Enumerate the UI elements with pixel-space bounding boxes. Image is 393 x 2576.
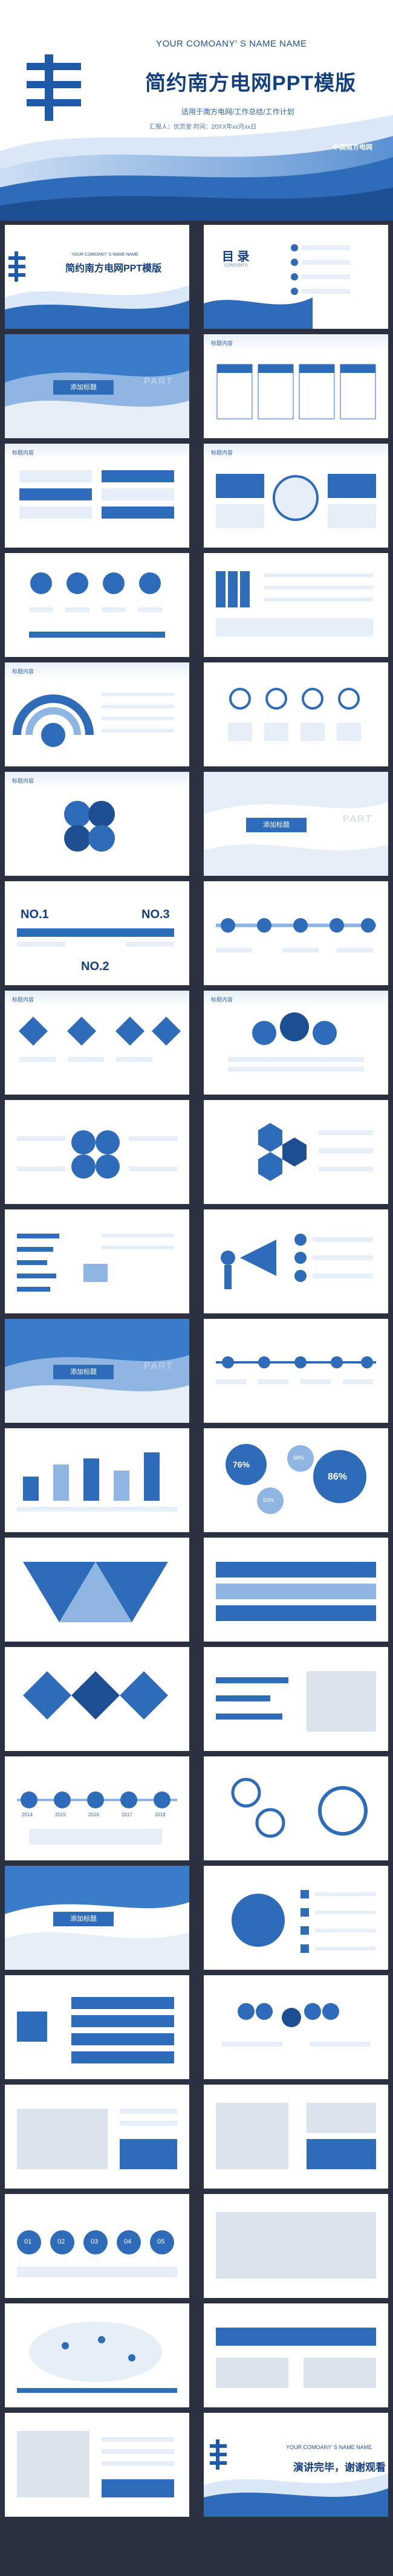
- section-part-label-2: PART: [343, 814, 373, 824]
- year-2: 2015: [55, 1812, 66, 1817]
- percent-76: 76%: [233, 1460, 250, 1469]
- slide-tag: 标题内容: [12, 668, 34, 675]
- slide-thumb-9a[interactable]: [5, 1100, 189, 1204]
- slide-thumb-closing[interactable]: YOUR COMOANY’ S NAME NAME 演讲完毕，谢谢观看: [204, 2413, 388, 2517]
- slide-thumb-section-1[interactable]: 添加标题 PART: [5, 334, 189, 438]
- year-3: 2016: [88, 1812, 99, 1817]
- slide-thumb-10a[interactable]: [5, 1209, 189, 1313]
- step-02: 02: [57, 2238, 65, 2245]
- year-4: 2017: [122, 1812, 132, 1817]
- slide-thumb-11b[interactable]: [204, 1319, 388, 1423]
- number-label-2: NO.2: [81, 960, 109, 973]
- slide-thumb-12a[interactable]: [5, 1428, 189, 1532]
- closing-company: YOUR COMOANY’ S NAME NAME: [286, 2444, 372, 2450]
- slide-thumb-20a[interactable]: [5, 2303, 189, 2407]
- cover-meta: 汇报人：优页堂 时间：20XX年xx月xx日: [149, 124, 257, 131]
- cover-wave-background: [0, 115, 393, 221]
- slide-thumb-3a[interactable]: 标题内容: [5, 444, 189, 548]
- slide-thumb-13b[interactable]: [204, 1538, 388, 1642]
- slide-thumb-8b[interactable]: 标题内容: [204, 991, 388, 1095]
- percent-68: 68%: [293, 1455, 305, 1461]
- toc-subtitle: CONTENTS: [224, 264, 248, 268]
- number-label-1: NO.1: [21, 908, 49, 921]
- section-title-2: 添加标题: [246, 818, 307, 832]
- slide-thumb-13a[interactable]: [5, 1538, 189, 1642]
- cover-company: YOUR COMOANY’ S NAME NAME: [156, 39, 307, 49]
- cover-slide: YOUR COMOANY’ S NAME NAME 简约南方电网PPT模版 适用…: [0, 0, 393, 221]
- slide-tag: 标题内容: [12, 450, 34, 456]
- slide-tag: 标题内容: [12, 997, 34, 1003]
- slide-tag: 标题内容: [211, 997, 233, 1003]
- slide-thumb-6b[interactable]: 添加标题 PART: [204, 772, 388, 876]
- percent-86: 86%: [328, 1472, 348, 1482]
- closing-title: 演讲完毕，谢谢观看: [293, 2462, 386, 2473]
- slide-tag: 标题内容: [12, 778, 34, 784]
- section-title: 添加标题: [53, 380, 114, 395]
- number-label-3: NO.3: [141, 908, 170, 921]
- cover-subtitle: 适用于南方电网/工作总结/工作计划: [181, 108, 294, 116]
- step-03: 03: [91, 2238, 99, 2245]
- section-part-label: PART: [144, 377, 174, 387]
- slide-thumb-16b[interactable]: [204, 1866, 388, 1970]
- slide-thumb-18a[interactable]: [5, 2085, 189, 2189]
- slide-thumb-5b[interactable]: [204, 662, 388, 766]
- small-company: YOUR COMOANY’ S NAME NAME: [71, 253, 138, 257]
- slide-thumb-19b[interactable]: [204, 2194, 388, 2298]
- step-04: 04: [124, 2238, 132, 2245]
- section-title-3: 添加标题: [53, 1365, 114, 1379]
- toc-title: 目 录: [222, 250, 250, 264]
- small-title: 简约南方电网PPT模版: [65, 264, 162, 274]
- slide-thumb-3b[interactable]: 标题内容: [204, 444, 388, 548]
- slide-thumb-14b[interactable]: [204, 1647, 388, 1751]
- slide-thumb-toc[interactable]: 目 录 CONTENTS: [204, 225, 388, 329]
- slide-thumb-7a[interactable]: NO.1 NO.3 NO.2: [5, 881, 189, 985]
- slide-thumb-9b[interactable]: [204, 1100, 388, 1204]
- slide-thumb-4a[interactable]: [5, 553, 189, 657]
- percent-53: 53%: [263, 1497, 274, 1503]
- slide-thumb-15a[interactable]: 2014 2015 2016 2017 2018: [5, 1756, 189, 1860]
- slide-thumb-cover-small[interactable]: YOUR COMOANY’ S NAME NAME 简约南方电网PPT模版: [5, 225, 189, 329]
- slide-thumb-5a[interactable]: 标题内容: [5, 662, 189, 766]
- section-title-4: 添加标题: [53, 1912, 114, 1926]
- step-05: 05: [157, 2238, 165, 2245]
- slide-thumb-15b[interactable]: [204, 1756, 388, 1860]
- slide-thumb-7b[interactable]: [204, 881, 388, 985]
- slide-thumb-6a[interactable]: 标题内容: [5, 772, 189, 876]
- slide-thumb-four-cards[interactable]: 标题内容: [204, 334, 388, 438]
- slide-thumb-18b[interactable]: [204, 2085, 388, 2189]
- step-01: 01: [24, 2238, 32, 2245]
- slide-thumb-4b[interactable]: [204, 553, 388, 657]
- slide-thumb-17a[interactable]: [5, 1975, 189, 2079]
- slide-thumb-10b[interactable]: [204, 1209, 388, 1313]
- slide-thumb-11a[interactable]: 添加标题 PART: [5, 1319, 189, 1423]
- year-1: 2014: [22, 1812, 33, 1817]
- slide-thumb-21a[interactable]: [5, 2413, 189, 2517]
- slide-thumb-12b[interactable]: 76% 86% 53% 68%: [204, 1428, 388, 1532]
- cover-title: 简约南方电网PPT模版: [145, 72, 357, 95]
- slide-tag: 标题内容: [211, 450, 233, 456]
- slide-thumb-8a[interactable]: 标题内容: [5, 991, 189, 1095]
- year-5: 2018: [155, 1812, 166, 1817]
- section-part-label-3: PART: [144, 1361, 174, 1371]
- slide-thumb-20b[interactable]: [204, 2303, 388, 2407]
- company-logo: [27, 54, 81, 121]
- slide-thumb-17b[interactable]: [204, 1975, 388, 2079]
- slide-tag: 标题内容: [211, 340, 233, 346]
- brand-mark: 中国南方电网: [333, 144, 372, 151]
- slide-thumb-16a[interactable]: 添加标题: [5, 1866, 189, 1970]
- slide-thumb-19a[interactable]: 01 02 03 04 05: [5, 2194, 189, 2298]
- slide-thumb-14a[interactable]: [5, 1647, 189, 1751]
